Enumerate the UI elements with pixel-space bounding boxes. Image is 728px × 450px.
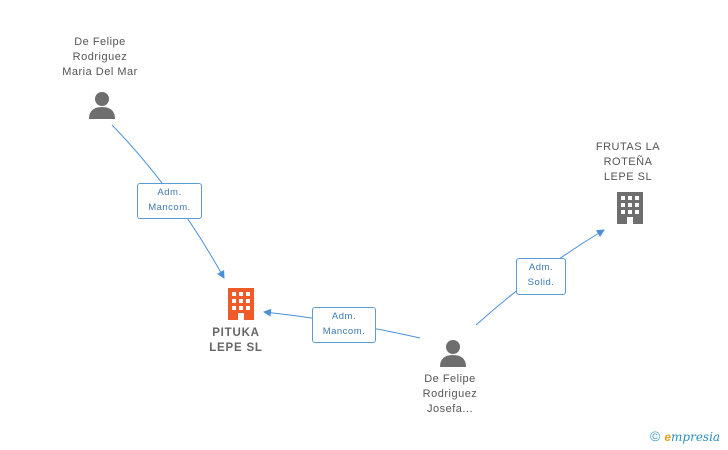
edge-label-line-1: Adm. xyxy=(528,262,554,273)
person-icon[interactable] xyxy=(438,338,468,368)
copyright-symbol: © xyxy=(650,428,661,444)
company-pituka-label[interactable]: PITUKA LEPE SL xyxy=(186,326,286,356)
company-frutas-label[interactable]: FRUTAS LA ROTEÑA LEPE SL xyxy=(578,140,678,185)
brand-e: e xyxy=(664,430,672,444)
company-frutas-line-2: ROTEÑA xyxy=(603,156,653,168)
edge-label-line-1: Adm. xyxy=(331,311,357,322)
company-frutas-line-3: LEPE SL xyxy=(603,171,653,183)
building-icon[interactable] xyxy=(615,191,645,225)
person-icon[interactable] xyxy=(87,90,117,120)
person-josefa-line-3: Josefa... xyxy=(426,403,474,415)
person-josefa-label: De Felipe Rodriguez Josefa... xyxy=(390,372,510,417)
person-maria-line-3: Maria Del Mar xyxy=(62,66,138,78)
edge-label-line-1: Adm. xyxy=(157,187,182,198)
edge-label-line-2: Solid. xyxy=(527,277,555,288)
brand-name: mpresia xyxy=(671,430,721,444)
company-pituka-line-1: PITUKA xyxy=(212,327,260,339)
company-frutas-line-1: FRUTAS LA xyxy=(595,141,661,153)
company-pituka-line-2: LEPE SL xyxy=(209,342,263,354)
empresia-logo[interactable]: ©empresia xyxy=(650,428,720,444)
person-maria-line-1: De Felipe xyxy=(74,36,126,48)
edge-label-josefa-frutas: Adm. Solid. xyxy=(516,258,566,295)
person-maria-label: De Felipe Rodriguez Maria Del Mar xyxy=(40,35,160,80)
edge-label-line-2: Mancom. xyxy=(148,202,191,213)
person-maria-line-2: Rodriguez xyxy=(72,51,128,63)
edge-label-maria-pituka: Adm. Mancom. xyxy=(137,183,202,219)
edge-label-josefa-pituka: Adm. Mancom. xyxy=(312,307,376,343)
person-josefa-line-2: Rodriguez xyxy=(422,388,478,400)
person-josefa-line-1: De Felipe xyxy=(424,373,476,385)
building-icon[interactable] xyxy=(226,287,256,321)
edge-label-line-2: Mancom. xyxy=(322,326,366,337)
